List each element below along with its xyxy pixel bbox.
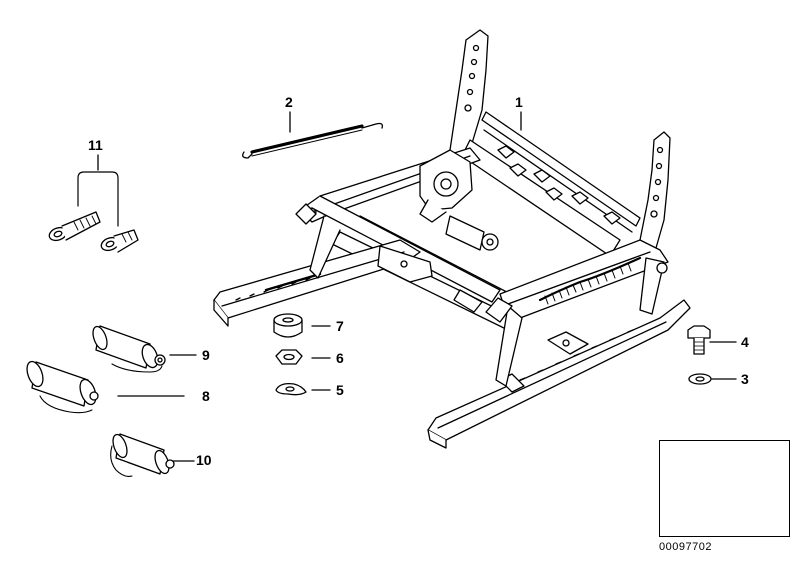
tension-spring — [242, 122, 384, 159]
callout-11: 11 — [88, 137, 103, 153]
clip-5 — [275, 382, 307, 396]
callout-8: 8 — [202, 388, 210, 404]
rubber-stop-7 — [273, 313, 303, 338]
callout-9: 9 — [202, 347, 210, 363]
callout-3: 3 — [741, 371, 749, 387]
motor-10 — [110, 433, 175, 477]
callout-10: 10 — [196, 452, 212, 468]
bolt-4 — [687, 325, 711, 355]
document-number: 00097702 — [659, 541, 712, 553]
seat-frame — [213, 29, 691, 449]
nut-6 — [275, 349, 303, 365]
thumbnail-frame — [659, 440, 790, 537]
callout-4: 4 — [741, 334, 749, 350]
callout-2: 2 — [285, 94, 293, 110]
bolts-set — [48, 211, 139, 253]
motor-8 — [26, 360, 99, 414]
callout-6: 6 — [336, 350, 344, 366]
callout-7: 7 — [336, 318, 344, 334]
washer-3 — [688, 373, 712, 385]
motor-9 — [92, 325, 166, 373]
leader-lines — [77, 111, 737, 462]
callout-5: 5 — [336, 382, 344, 398]
callout-1: 1 — [515, 94, 523, 110]
